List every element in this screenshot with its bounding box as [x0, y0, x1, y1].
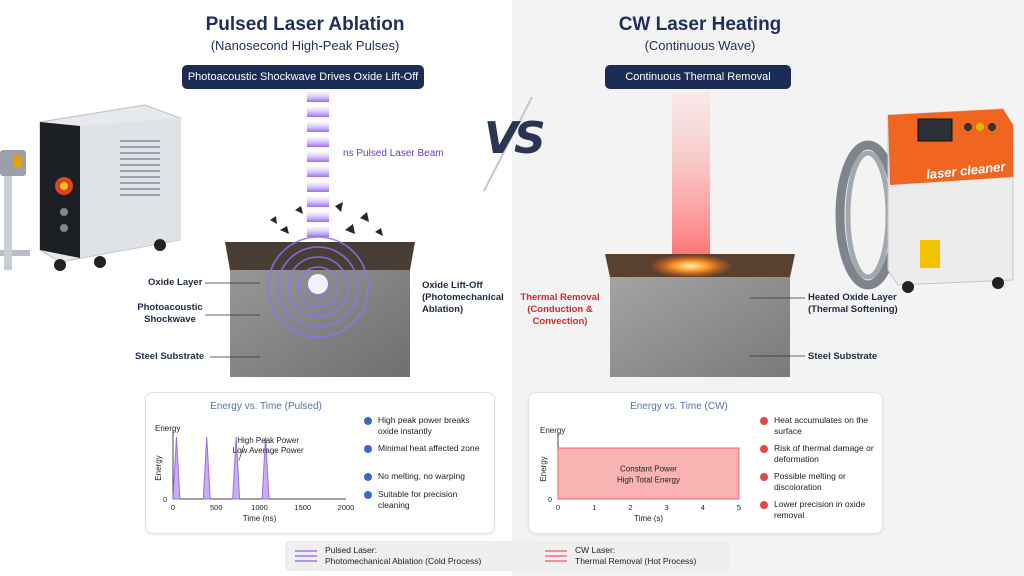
- cw-bullet: Risk of thermal damage or deformation: [774, 443, 874, 464]
- heated-oxide-label: Heated Oxide Layer (Thermal Softening): [808, 292, 898, 315]
- x-tick-label: 1500: [294, 503, 311, 512]
- x-tick-label: 1: [592, 503, 596, 512]
- x-tick-label: 2: [628, 503, 632, 512]
- cw-bullet: Heat accumulates on the surface: [774, 415, 869, 436]
- pulsed-bullet: High peak power breaks oxide instantly: [378, 415, 470, 436]
- cw-bullet: Lower precision in oxide removal: [774, 499, 866, 520]
- chart-annotation-line: Low Average Power: [233, 446, 304, 455]
- right-banner: Continuous Thermal Removal: [605, 65, 791, 89]
- x-tick-label: 0: [556, 503, 560, 512]
- vs-label: VS: [484, 113, 546, 164]
- chart-annotation-line: High Peak Power: [237, 436, 299, 445]
- warning-icon: [760, 445, 768, 453]
- pulsed-legend-swatch: [295, 550, 317, 562]
- pulse-peak: [232, 436, 241, 500]
- chart-annotation-line: High Total Energy: [617, 476, 680, 485]
- pulse-peak: [202, 436, 211, 500]
- cw-legend-title: CW Laser:: [575, 545, 616, 555]
- pulsed-bullet: Minimal heat affected zone: [378, 443, 480, 453]
- right-title: CW Laser Heating: [618, 14, 782, 35]
- y-tick-label: 0: [548, 497, 552, 504]
- y-axis-side-label: Energy: [154, 455, 163, 480]
- warning-icon: [760, 417, 768, 425]
- pulsed-beam-label: ns Pulsed Laser Beam: [343, 148, 444, 159]
- cw-bullet: Possible melting or discoloration: [774, 471, 846, 492]
- check-icon: [364, 491, 372, 499]
- y-axis-title: Energy: [155, 424, 180, 433]
- pulsed-legend-title: Pulsed Laser:: [325, 545, 377, 555]
- annotation-pointer: [238, 444, 245, 462]
- pulsed-legend-desc: Photomechanical Ablation (Cold Process): [325, 556, 482, 566]
- cw-legend-desc: Thermal Removal (Hot Process): [575, 556, 697, 566]
- y-axis-side-label: Energy: [539, 456, 548, 481]
- x-tick-label: 2000: [338, 503, 355, 512]
- x-tick-label: 5: [737, 503, 741, 512]
- right-leader-lines: [750, 297, 805, 357]
- warning-icon: [760, 501, 768, 509]
- x-axis-title: Time (s): [634, 514, 663, 523]
- x-tick-label: 1000: [251, 503, 268, 512]
- left-banner: Photoacoustic Shockwave Drives Oxide Lif…: [182, 65, 424, 89]
- chart-annotation-line: Constant Power: [620, 465, 677, 474]
- oxide-layer-label: Oxide Layer: [148, 277, 203, 288]
- pulsed-laser-machine: [0, 100, 185, 275]
- cw-sample-illustration: [605, 92, 795, 382]
- x-tick-label: 0: [171, 503, 175, 512]
- x-axis-title: Time (ns): [243, 514, 277, 523]
- left-steel-label: Steel Substrate: [135, 351, 205, 362]
- cw-panel-title: Energy vs. Time (CW): [630, 401, 728, 412]
- left-subtitle: (Nanosecond High-Peak Pulses): [210, 38, 400, 53]
- check-icon: [364, 417, 372, 425]
- pulse-peak: [172, 436, 181, 500]
- left-leader-lines: [205, 282, 260, 358]
- cw-legend-swatch: [545, 550, 567, 562]
- pulsed-bullet: No melting, no warping: [378, 471, 465, 481]
- cw-laser-cleaner-machine: laser cleaner: [828, 105, 1018, 295]
- vs-slash-graphic: [483, 96, 533, 192]
- x-tick-label: 3: [665, 503, 669, 512]
- y-tick-label: 0: [163, 497, 167, 504]
- warning-icon: [760, 473, 768, 481]
- check-icon: [364, 445, 372, 453]
- oxide-liftoff-label: Oxide Lift-Off (Photomechanical Ablation…: [422, 280, 504, 315]
- pulsed-sample-illustration: [225, 92, 415, 382]
- vs-divider: VS: [470, 95, 560, 195]
- pulse-peak: [261, 436, 270, 500]
- right-subtitle: (Continuous Wave): [644, 38, 756, 53]
- thermal-removal-label: Thermal Removal (Conduction & Convection…: [520, 292, 600, 327]
- check-icon: [364, 473, 372, 481]
- x-tick-label: 4: [701, 503, 705, 512]
- shockwave-label: Photoacoustic Shockwave: [137, 302, 203, 325]
- cw-power-area: [557, 447, 740, 500]
- x-tick-label: 500: [210, 503, 223, 512]
- legend: Pulsed Laser: Photomechanical Ablation (…: [285, 541, 730, 571]
- pulsed-panel-title: Energy vs. Time (Pulsed): [210, 401, 322, 412]
- pulsed-bullet: Suitable for precision cleaning: [378, 489, 458, 510]
- y-axis-title: Energy: [540, 426, 565, 435]
- left-title: Pulsed Laser Ablation: [205, 14, 405, 35]
- right-steel-label: Steel Substrate: [808, 351, 878, 362]
